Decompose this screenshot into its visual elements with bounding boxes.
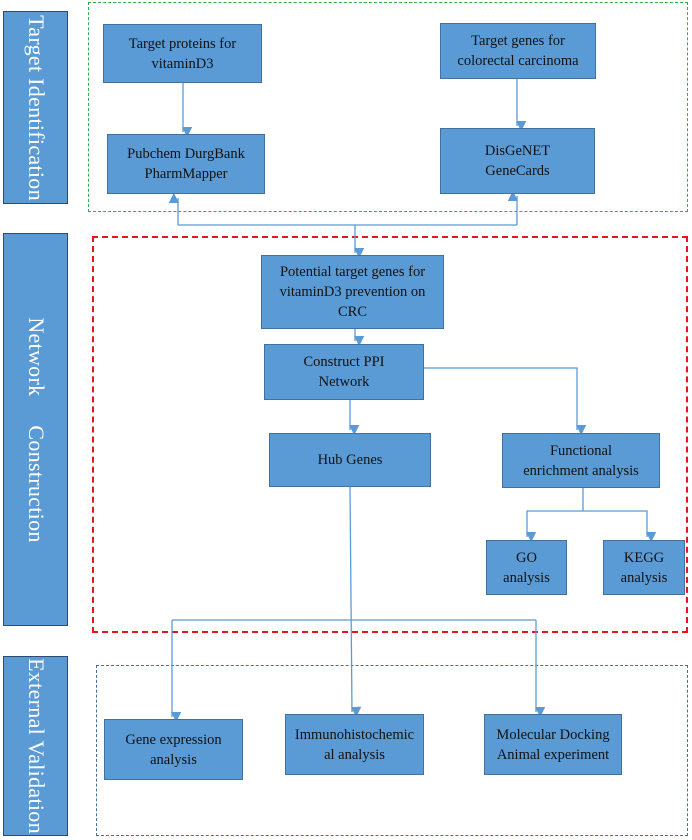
box-pubchem-drugbank-pharmmapper: Pubchem DurgBank PharmMapper bbox=[107, 134, 265, 194]
box-gene-expression-analysis: Gene expression analysis bbox=[104, 719, 243, 780]
arrow-functional-to-kegg bbox=[583, 510, 657, 543]
box-molecular-docking: Molecular Docking Animal experiment bbox=[484, 714, 622, 775]
box-potential-target-genes: Potential target genes for vitaminD3 pre… bbox=[261, 255, 444, 329]
box-immunohistochemical-analysis: Immunohistochemic al analysis bbox=[285, 714, 424, 775]
box-target-proteins: Target proteins for vitaminD3 bbox=[103, 24, 262, 83]
section-label-external-validation: External Validation bbox=[3, 656, 68, 836]
section-label-network-construction: Network Construction bbox=[3, 233, 68, 626]
panel-network-construction bbox=[92, 236, 688, 633]
box-go-analysis: GO analysis bbox=[486, 540, 567, 595]
arrow-functional-to-go bbox=[525, 510, 583, 543]
box-disgenet-genecards: DisGeNET GeneCards bbox=[440, 128, 595, 194]
panel-target-identification bbox=[88, 2, 688, 212]
arrow-ppi-to-functional bbox=[424, 367, 587, 436]
arrow-hub-to-immuno bbox=[349, 486, 362, 718]
panel-external-validation bbox=[96, 665, 688, 836]
section-label-target-identification: Target Identification bbox=[3, 11, 68, 204]
box-functional-enrichment: Functional enrichment analysis bbox=[502, 433, 660, 488]
box-hub-genes: Hub Genes bbox=[269, 433, 431, 487]
box-construct-ppi-network: Construct PPI Network bbox=[264, 344, 424, 400]
box-target-genes: Target genes for colorectal carcinoma bbox=[440, 23, 596, 79]
box-kegg-analysis: KEGG analysis bbox=[603, 540, 685, 595]
